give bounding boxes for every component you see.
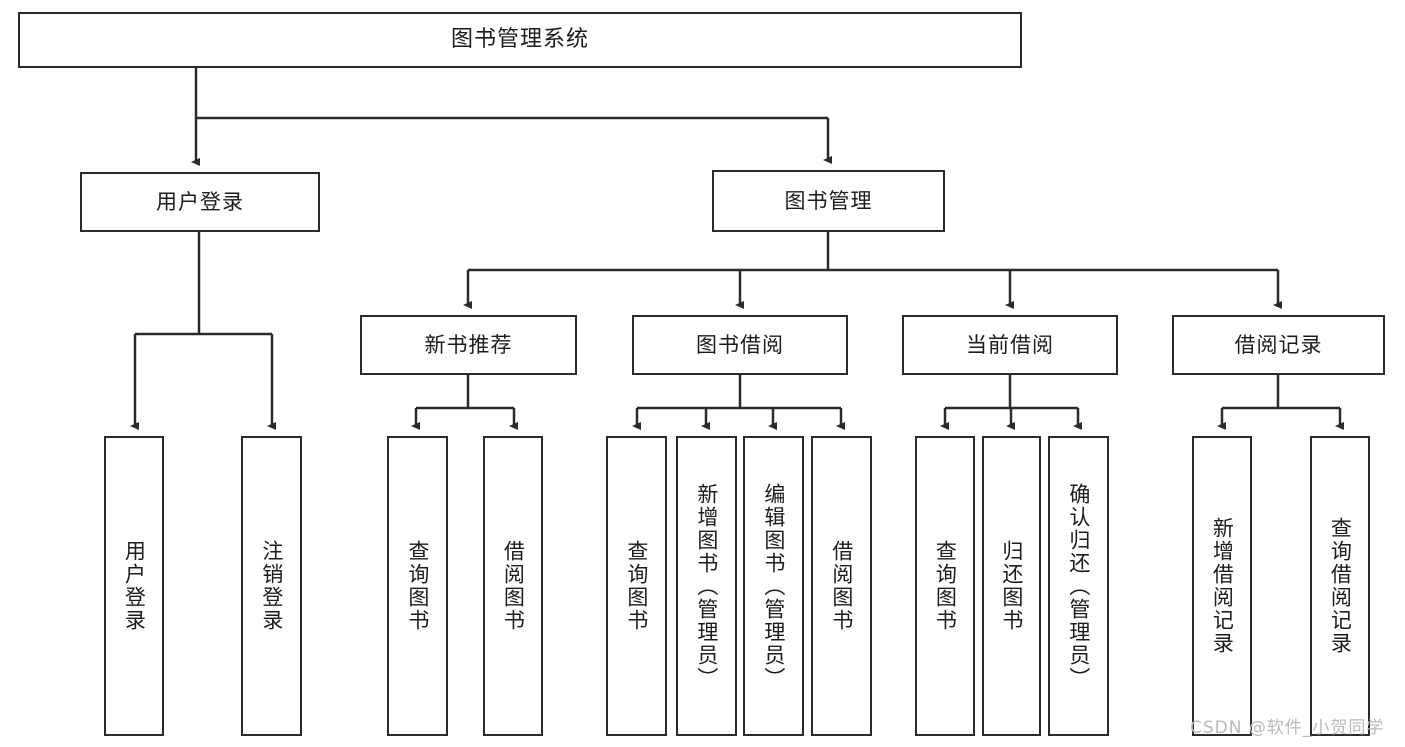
node-leaf-query-book-3[interactable]: 查询图书	[915, 436, 975, 736]
node-leaf-query-book-1[interactable]: 查询图书	[387, 436, 448, 736]
node-leaf-query-book-2[interactable]: 查询图书	[606, 436, 667, 736]
node-leaf-query-book-3-label: 查询图书	[933, 540, 958, 632]
node-leaf-edit-book-label: 编辑图书（管理员）	[761, 482, 786, 690]
node-book-manage[interactable]: 图书管理	[712, 170, 945, 232]
node-root-label: 图书管理系统	[450, 27, 589, 53]
node-user-login-label: 用户登录	[156, 189, 244, 214]
node-borrow-record[interactable]: 借阅记录	[1172, 315, 1385, 375]
node-leaf-borrow-book-1-label: 借阅图书	[501, 540, 526, 632]
node-leaf-add-record-label: 新增借阅记录	[1210, 517, 1235, 655]
node-leaf-confirm-return-label: 确认归还（管理员）	[1066, 482, 1091, 690]
node-book-borrow[interactable]: 图书借阅	[632, 315, 848, 375]
csdn-watermark: CSDN @软件_小贺同学	[1190, 718, 1385, 738]
node-borrow-record-label: 借阅记录	[1234, 332, 1323, 357]
node-leaf-user-login[interactable]: 用户登录	[104, 436, 164, 736]
node-leaf-add-book[interactable]: 新增图书（管理员）	[676, 436, 737, 736]
node-leaf-query-record-label: 查询借阅记录	[1328, 517, 1353, 655]
node-leaf-add-record[interactable]: 新增借阅记录	[1192, 436, 1252, 736]
node-new-book-recommend[interactable]: 新书推荐	[360, 315, 577, 375]
node-leaf-borrow-book-2[interactable]: 借阅图书	[811, 436, 872, 736]
node-leaf-logout[interactable]: 注销登录	[241, 436, 302, 736]
node-leaf-logout-label: 注销登录	[259, 540, 284, 632]
node-leaf-user-login-label: 用户登录	[122, 540, 147, 632]
node-current-borrow-label: 当前借阅	[966, 332, 1054, 357]
node-leaf-query-book-2-label: 查询图书	[624, 540, 649, 632]
node-root[interactable]: 图书管理系统	[18, 12, 1022, 68]
node-leaf-return-book-label: 归还图书	[999, 540, 1024, 632]
node-leaf-query-book-1-label: 查询图书	[405, 540, 430, 632]
node-current-borrow[interactable]: 当前借阅	[902, 315, 1118, 375]
node-leaf-confirm-return[interactable]: 确认归还（管理员）	[1048, 436, 1109, 736]
node-book-manage-label: 图书管理	[784, 188, 873, 213]
node-new-book-recommend-label: 新书推荐	[424, 332, 513, 357]
node-leaf-add-book-label: 新增图书（管理员）	[694, 482, 719, 690]
node-book-borrow-label: 图书借阅	[696, 332, 784, 357]
node-leaf-borrow-book-1[interactable]: 借阅图书	[483, 436, 543, 736]
node-leaf-edit-book[interactable]: 编辑图书（管理员）	[743, 436, 804, 736]
node-leaf-query-record[interactable]: 查询借阅记录	[1310, 436, 1370, 736]
node-user-login[interactable]: 用户登录	[80, 172, 320, 232]
node-leaf-return-book[interactable]: 归还图书	[982, 436, 1041, 736]
node-leaf-borrow-book-2-label: 借阅图书	[829, 540, 854, 632]
